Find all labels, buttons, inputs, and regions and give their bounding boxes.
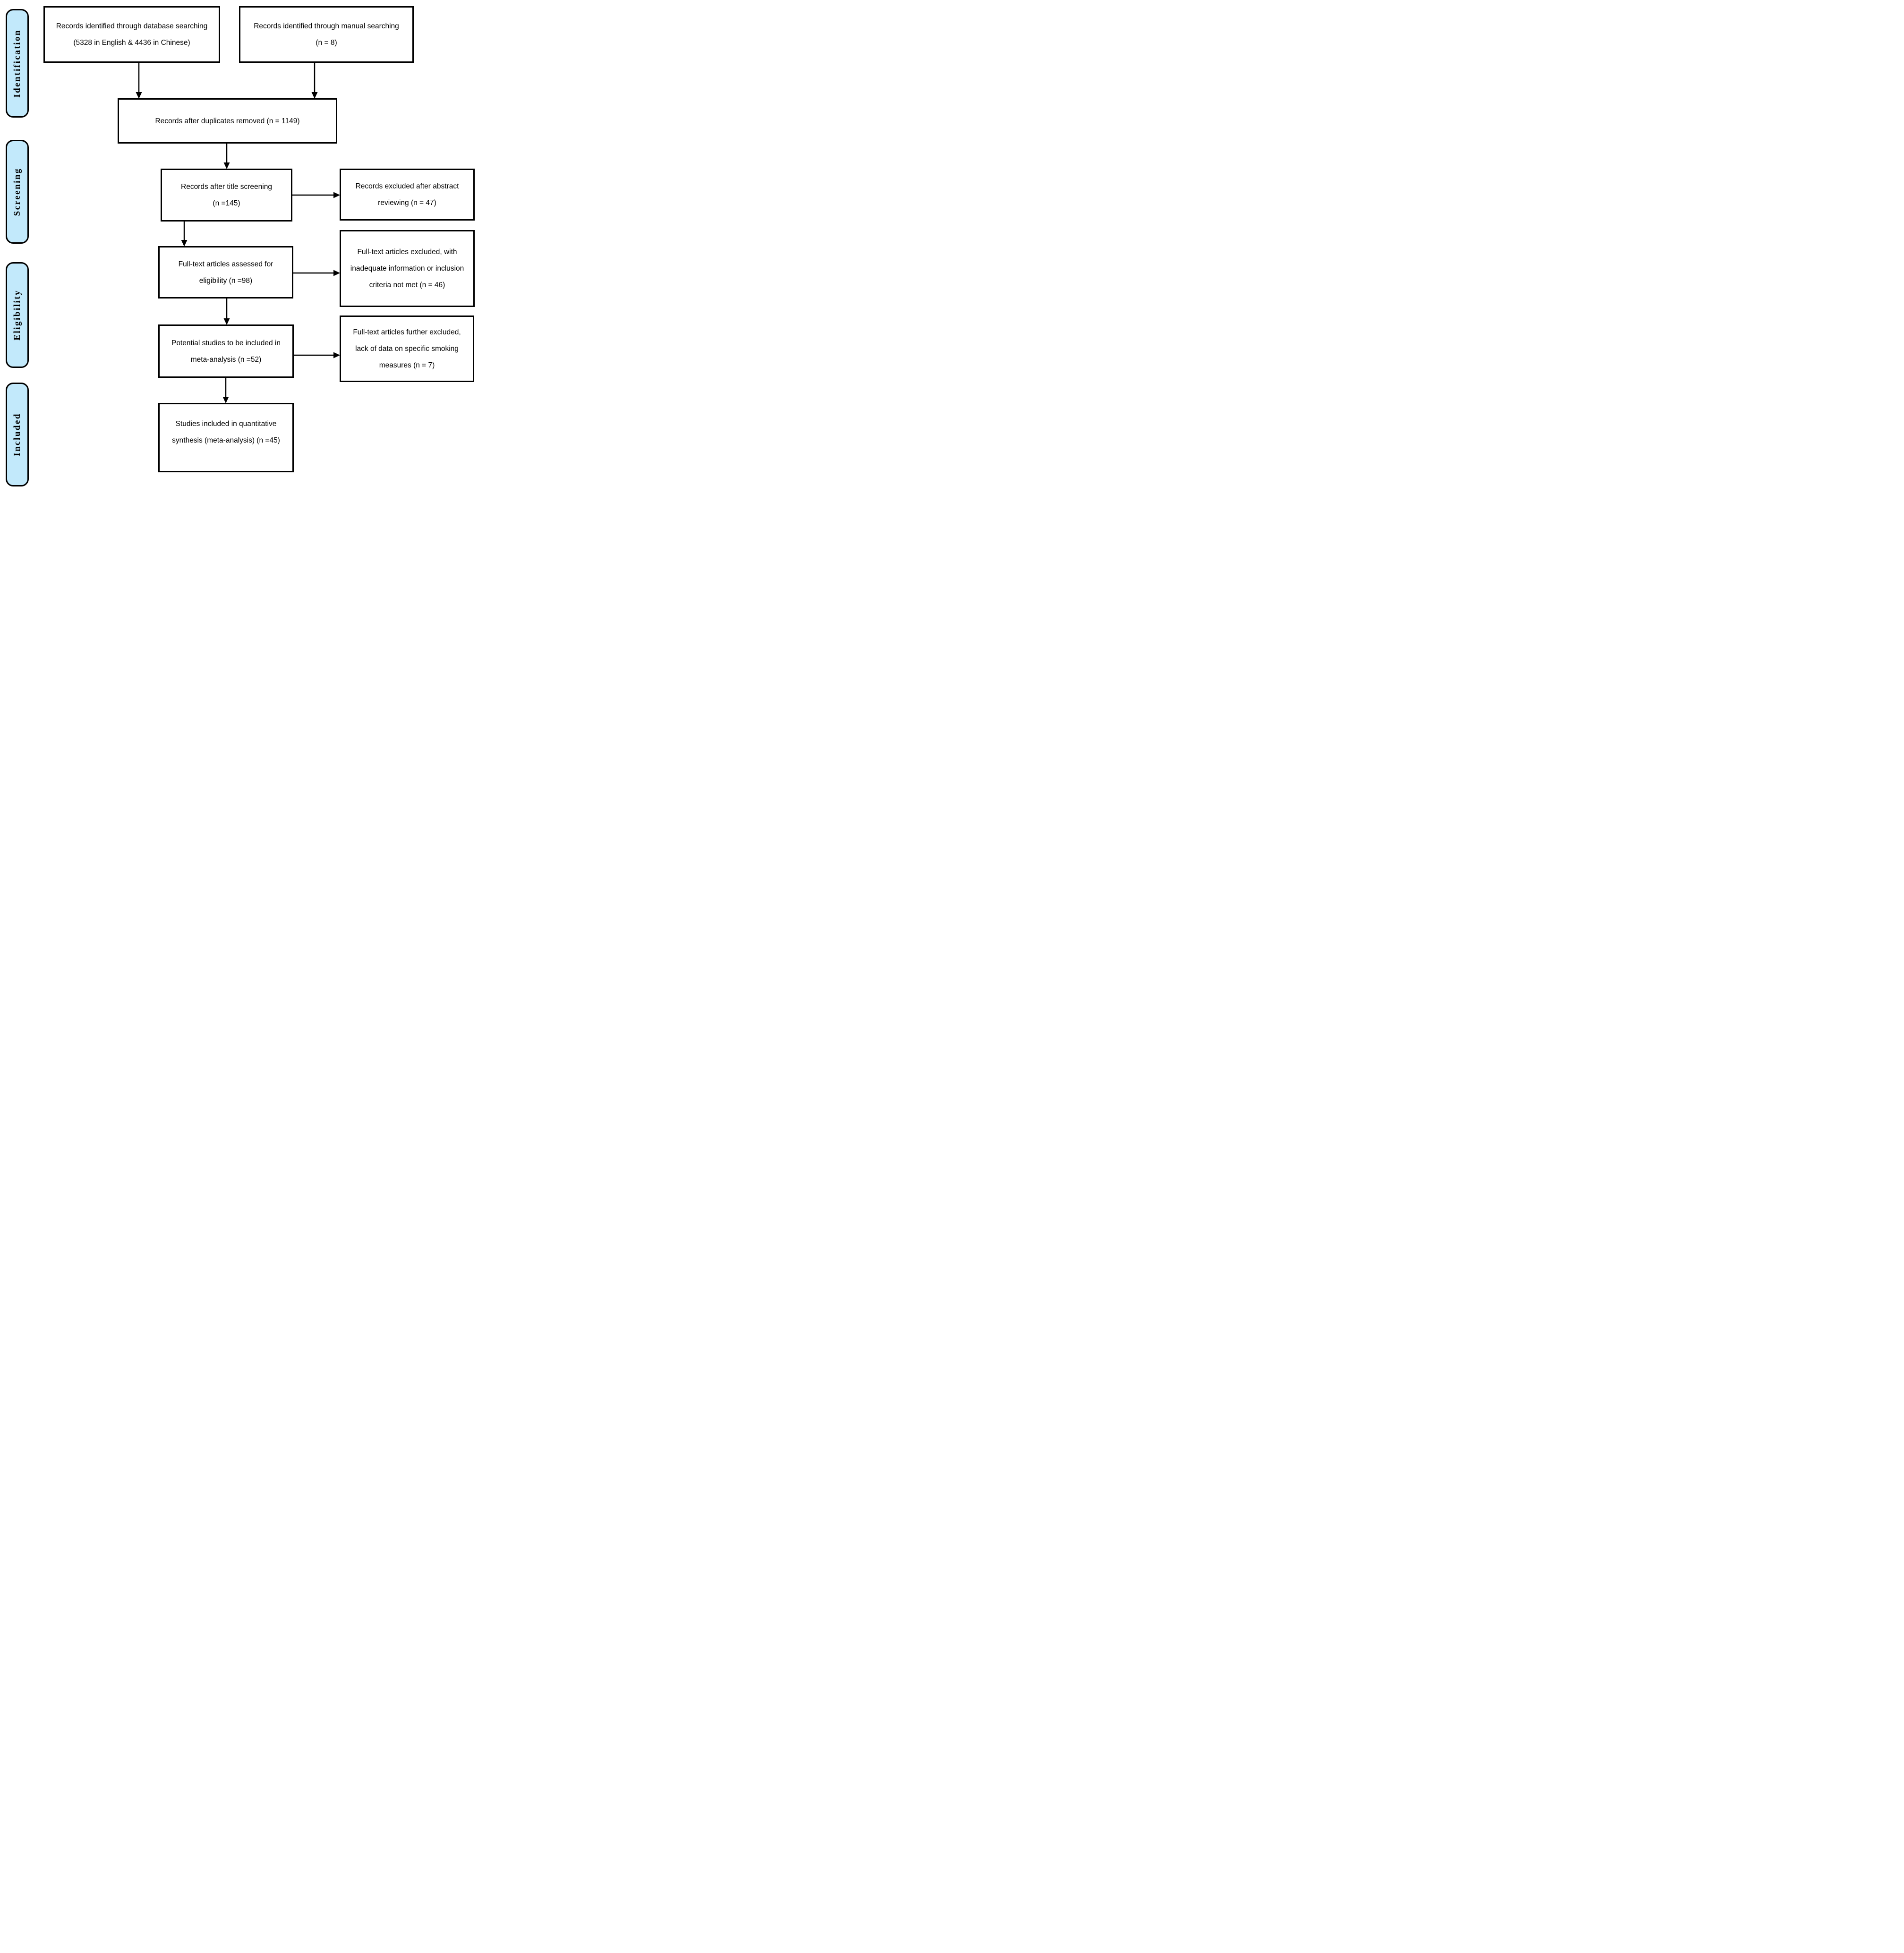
arrow-potential-studies-to-included — [222, 378, 229, 403]
arrow-fulltext-assessed-to-fulltext-excluded — [293, 270, 340, 276]
box-text-line: meta-analysis (n =52) — [190, 355, 262, 364]
stage-screening: Screening — [6, 140, 29, 244]
box-text-line: Records excluded after abstract — [355, 182, 459, 190]
arrow-manual-to-duplicates — [311, 63, 318, 99]
arrow-database-to-duplicates — [136, 63, 142, 99]
box-text-line: (n = 8) — [316, 39, 337, 47]
box-text-line: Records after duplicates removed (n = 11… — [155, 117, 300, 125]
box-further-excluded: Full-text articles further excluded, lac… — [340, 316, 474, 382]
box-fulltext-excluded: Full-text articles excluded, with inadeq… — [340, 230, 475, 307]
stage-eligibility-label: Eligibility — [12, 290, 22, 341]
box-potential-studies: Potential studies to be included in meta… — [158, 324, 294, 378]
prisma-flow-diagram: Identification Screening Eligibility Inc… — [0, 0, 476, 488]
stage-eligibility: Eligibility — [6, 262, 29, 368]
box-text-line: (5328 in English & 4436 in Chinese) — [73, 39, 190, 47]
box-title-screening: Records after title screening (n =145) — [161, 169, 292, 222]
box-fulltext-assessed: Full-text articles assessed for eligibil… — [158, 246, 293, 298]
arrow-potential-studies-to-further-excluded — [294, 352, 340, 358]
box-text-line: (n =145) — [213, 199, 240, 207]
box-duplicates-removed: Records after duplicates removed (n = 11… — [118, 98, 337, 144]
box-text-line: criteria not met (n = 46) — [369, 281, 445, 289]
arrow-duplicates-to-title-screening — [223, 144, 230, 169]
box-excluded-abstract-reviewing: Records excluded after abstract reviewin… — [340, 169, 475, 221]
box-text-line: eligibility (n =98) — [199, 276, 253, 285]
box-text-line: Full-text articles further excluded, — [353, 328, 461, 336]
stage-included: Included — [6, 383, 29, 486]
box-text-line: reviewing (n = 47) — [378, 199, 436, 207]
box-text-line: Studies included in quantitative — [175, 419, 277, 428]
box-included-studies: Studies included in quantitative synthes… — [158, 403, 294, 472]
arrow-title-screening-to-fulltext-assessed — [181, 221, 188, 247]
stage-included-label: Included — [12, 413, 22, 456]
box-text-line: Records identified through manual search… — [254, 22, 399, 30]
box-text-line: Records after title screening — [181, 183, 272, 191]
box-text-line: Potential studies to be included in — [171, 339, 281, 347]
stage-identification: Identification — [6, 9, 29, 118]
box-text-line: lack of data on specific smoking — [355, 345, 459, 353]
box-text-line: Full-text articles excluded, with — [357, 248, 457, 256]
stage-screening-label: Screening — [12, 167, 22, 216]
box-text-line: Records identified through database sear… — [56, 22, 208, 30]
box-text-line: Full-text articles assessed for — [178, 260, 273, 268]
arrow-title-screening-to-abstract-excluded — [292, 192, 340, 198]
stage-identification-label: Identification — [12, 29, 22, 98]
box-records-manual-searching: Records identified through manual search… — [239, 6, 414, 63]
box-text-line: inadequate information or inclusion — [350, 264, 464, 273]
box-text-line: synthesis (meta-analysis) (n =45) — [172, 436, 280, 444]
box-text-line: measures (n = 7) — [379, 361, 435, 369]
arrow-fulltext-assessed-to-potential-studies — [223, 298, 230, 325]
box-records-database-searching: Records identified through database sear… — [43, 6, 220, 63]
